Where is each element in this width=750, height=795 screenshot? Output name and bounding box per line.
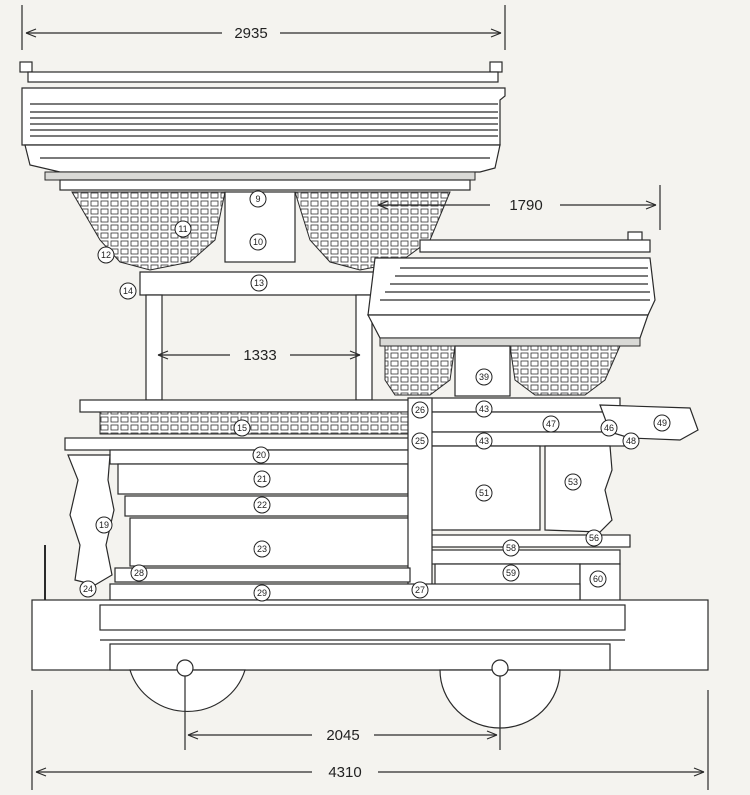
part-callout-label: 46 [604,423,614,433]
part-callout-label: 29 [257,588,267,598]
part-callout-label: 47 [546,419,556,429]
part-callout-label: 19 [99,520,109,530]
part-callout-label: 11 [178,224,187,234]
rear-roof [367,231,656,397]
part-callout: 43 [475,432,493,450]
part-callout: 20 [252,446,270,464]
part-callout: 26 [411,401,429,419]
part-callout-label: 58 [506,543,516,553]
part-callout: 39 [475,368,493,386]
rear-middle [419,397,699,605]
dimension-labels: 2935 1790 1333 2045 4310 [234,25,542,781]
part-callout: 48 [622,432,640,450]
part-callout: 11 [174,220,192,238]
part-callout: 46 [600,419,618,437]
part-callout-label: 10 [253,237,263,247]
part-callout-label: 14 [123,286,133,296]
part-callout-label: 13 [254,278,264,288]
part-callout: 10 [249,233,267,251]
part-callout: 47 [542,415,560,433]
part-callout: 24 [79,580,97,598]
part-callout-label: 26 [415,405,425,415]
dim-label-2935: 2935 [234,25,267,42]
part-callout: 60 [589,570,607,588]
part-callout: 23 [253,540,271,558]
part-callout-label: 48 [626,436,636,446]
left-carved-panel [67,454,115,586]
part-callout: 29 [253,584,271,602]
part-callout: 51 [475,484,493,502]
part-callout: 58 [502,539,520,557]
part-callout: 56 [585,529,603,547]
dim-label-2045: 2045 [326,727,359,744]
dim-label-1333: 1333 [243,347,276,364]
central-post [407,397,433,604]
part-callout: 15 [233,419,251,437]
part-callout-label: 43 [479,404,489,414]
dimension-lines [21,5,709,790]
part-callout: 19 [95,516,113,534]
part-callout-label: 25 [415,436,425,446]
upper-roof [19,61,506,191]
part-callout: 27 [411,581,429,599]
part-callout: 14 [119,282,137,300]
part-callout: 9 [249,190,267,208]
dim-label-1790: 1790 [509,197,542,214]
part-callout: 43 [475,400,493,418]
part-callout-label: 59 [506,568,516,578]
part-callout-label: 20 [256,450,266,460]
part-callout-label: 39 [479,372,489,382]
upper-pavilion-frame [139,271,391,401]
part-callout-label: 22 [257,500,267,510]
part-callout: 25 [411,432,429,450]
part-callout: 53 [564,473,582,491]
part-callout: 22 [253,496,271,514]
part-callout-label: 9 [255,194,260,204]
part-callout-label: 60 [593,574,603,584]
part-callout: 59 [502,564,520,582]
part-callouts: 9 10 11 12 13 14 15 19 20 21 22 23 24 25 26 27 28 29 39 43 4… [79,190,671,602]
part-callout-label: 27 [415,585,425,595]
part-callout: 12 [97,246,115,264]
part-callout-label: 15 [237,423,247,433]
part-callout-label: 49 [657,418,667,428]
part-callout-label: 56 [589,533,599,543]
part-callout: 13 [250,274,268,292]
part-callout-label: 51 [479,488,489,498]
part-callout-label: 24 [83,584,93,594]
part-callout-label: 21 [257,474,267,484]
part-callout: 28 [130,564,148,582]
part-callout-label: 12 [101,250,111,260]
part-callout-label: 23 [257,544,267,554]
lower-base [31,545,709,671]
part-callout: 49 [653,414,671,432]
part-callout-label: 28 [134,568,144,578]
part-callout: 21 [253,470,271,488]
part-callout-label: 43 [479,436,489,446]
dim-label-4310: 4310 [328,764,361,781]
part-callout-label: 53 [568,477,578,487]
